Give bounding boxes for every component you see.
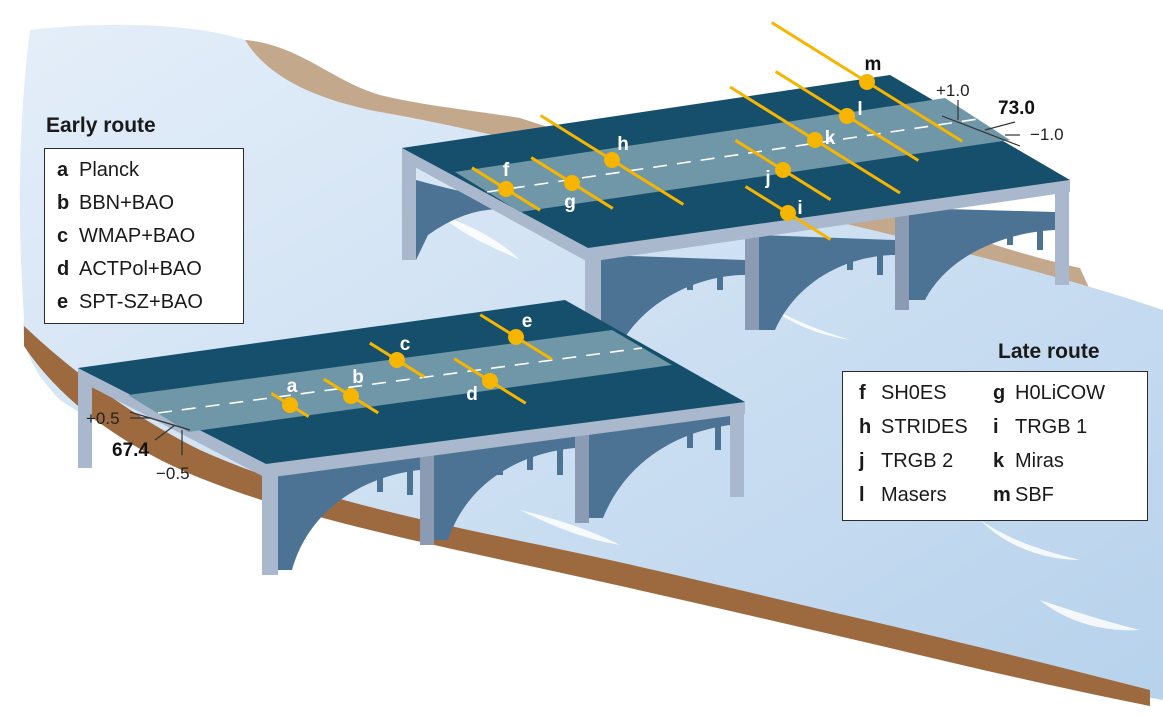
marker-label-h: h (617, 134, 629, 155)
marker-label-e: e (522, 311, 533, 332)
marker-j: j (734, 139, 832, 201)
marker-l: l (774, 70, 920, 162)
marker-c: c (369, 334, 425, 379)
marker-dot-c (389, 352, 405, 368)
late-route-bridge (402, 75, 1070, 360)
early-scale-plus: +0.5 (86, 409, 120, 428)
marker-label-l: l (857, 99, 862, 120)
near-river-bank (24, 326, 1150, 706)
late-scale (941, 100, 1021, 147)
late-route-title: Late route (998, 340, 1100, 363)
marker-dot-l (839, 108, 855, 124)
marker-dot-e (508, 329, 524, 345)
marker-label-m: m (865, 54, 882, 75)
late-bridge-supports (402, 150, 1069, 360)
marker-dot-a (282, 397, 298, 413)
marker-dot-f (498, 181, 514, 197)
marker-label-j: j (764, 168, 770, 189)
marker-dot-b (343, 388, 359, 404)
early-scale-minus: −0.5 (156, 464, 190, 483)
marker-dot-j (775, 162, 791, 178)
marker-dot-d (482, 373, 498, 389)
marker-a: a (270, 376, 310, 418)
marker-b: b (323, 367, 379, 415)
marker-label-g: g (564, 192, 576, 213)
marker-d: d (453, 357, 527, 405)
marker-label-d: d (466, 384, 478, 405)
late-scale-center: 73.0 (998, 98, 1035, 119)
late-scale-plus: +1.0 (936, 81, 970, 100)
marker-e: e (479, 311, 553, 361)
early-route-title: Early route (46, 114, 156, 137)
marker-dot-i (780, 205, 796, 221)
marker-dot-g (564, 175, 580, 191)
early-bridge-supports (78, 370, 744, 575)
early-scale-center: 67.4 (112, 440, 149, 461)
water-ripples (440, 215, 1140, 631)
marker-f: f (471, 160, 541, 212)
marker-h: h (539, 114, 685, 206)
marker-m: m (771, 21, 963, 143)
marker-label-a: a (287, 376, 298, 397)
late-bridge-deck-side (402, 148, 1070, 262)
marker-dot-k (807, 132, 823, 148)
early-route-bridge (78, 300, 745, 575)
late-scale-minus: −1.0 (1030, 125, 1064, 144)
early-scale (129, 411, 191, 455)
marker-dot-h (604, 152, 620, 168)
early-bridge-deck-side (78, 368, 745, 478)
marker-label-b: b (352, 367, 364, 388)
marker-dot-m (859, 74, 875, 90)
marker-label-k: k (825, 128, 836, 149)
marker-k: k (729, 85, 901, 195)
early-bridge-centerline (157, 347, 643, 414)
marker-i: i (744, 185, 832, 241)
marker-g: g (530, 156, 614, 213)
marker-label-c: c (400, 334, 411, 355)
marker-label-i: i (797, 198, 802, 219)
marker-label-f: f (503, 160, 510, 181)
